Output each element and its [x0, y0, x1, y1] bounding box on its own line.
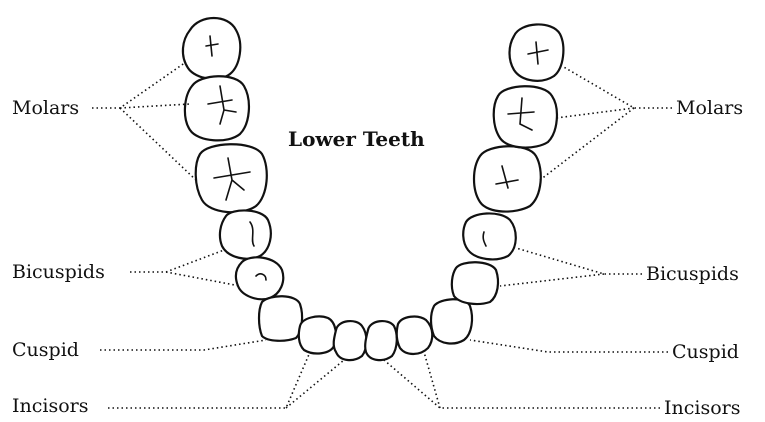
left-molar-3-groove [205, 35, 219, 57]
label-cuspid-right: Cuspid [672, 341, 739, 363]
incisor-right-lateral [395, 315, 434, 356]
right-bicuspid-2-groove [482, 231, 487, 247]
incisor-teeth [297, 315, 434, 362]
right-molars [472, 23, 565, 213]
right-cuspid-tooth [429, 298, 474, 345]
label-incisors-right: Incisors [664, 397, 740, 419]
label-bicuspids-right: Bicuspids [646, 263, 739, 285]
left-bicuspid-1-groove [255, 273, 267, 281]
label-molars-right: Molars [676, 97, 743, 119]
leader-cuspid-left [100, 339, 267, 351]
right-molar-1 [472, 145, 542, 213]
leader-bicuspids-left [130, 249, 241, 287]
diagram-title: Lower Teeth [288, 127, 425, 151]
left-bicuspid-2 [218, 209, 272, 260]
left-bicuspids [218, 209, 285, 301]
leader-cuspid-right [469, 339, 668, 353]
incisor-right-central [364, 320, 398, 362]
right-molar-3-groove [527, 41, 549, 65]
right-bicuspid-1 [450, 261, 500, 306]
leader-molars-right [539, 65, 672, 181]
right-molar-2 [492, 85, 558, 149]
incisor-left-lateral [297, 315, 338, 355]
left-bicuspid-2-groove [249, 221, 255, 247]
left-molars [181, 17, 268, 214]
label-bicuspids-left: Bicuspids [12, 261, 105, 283]
left-molar-2 [183, 75, 250, 142]
label-molars-left: Molars [12, 97, 79, 119]
left-bicuspid-1 [234, 256, 285, 301]
right-bicuspids [450, 212, 517, 306]
left-molar-2-groove [207, 85, 237, 125]
left-cuspid-tooth [257, 295, 304, 342]
leader-incisors-right [383, 351, 660, 409]
left-molar-1-groove [213, 157, 251, 201]
incisor-left-central [332, 320, 368, 362]
right-bicuspid-2 [462, 212, 517, 261]
right-molar-2-groove [507, 97, 535, 131]
leader-incisors-left [108, 351, 345, 409]
leader-bicuspids-right [499, 247, 642, 287]
label-incisors-left: Incisors [12, 395, 88, 417]
label-cuspid-left: Cuspid [12, 339, 79, 361]
leader-molars-left [92, 61, 199, 183]
right-molar-1-groove [495, 165, 519, 189]
